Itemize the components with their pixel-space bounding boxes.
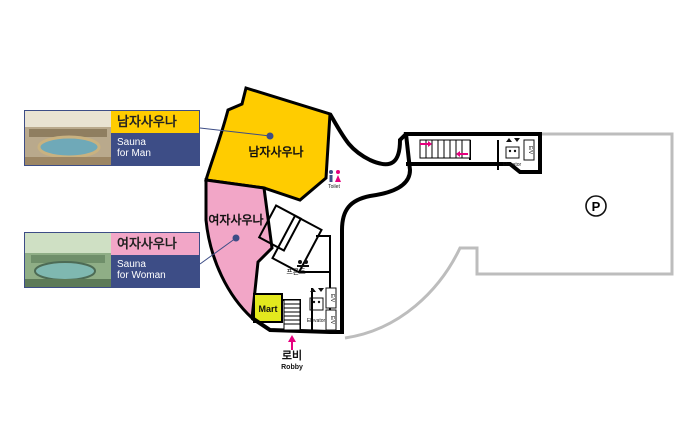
toilet-icon <box>329 170 341 182</box>
building-walls <box>250 113 542 334</box>
men-sauna-zone[interactable] <box>204 86 332 202</box>
ev-mark-1: E/V <box>329 294 335 303</box>
women-sauna-photo <box>25 233 111 287</box>
ev-boxes <box>325 139 535 331</box>
elevator-left-label: Elevator <box>307 318 326 324</box>
ev-mark-3: E/V <box>527 146 533 155</box>
women-sauna-callout-line2: for Woman <box>117 270 166 281</box>
toilet-label: Toilet <box>328 184 340 190</box>
mart-label: Mart <box>258 304 277 314</box>
outdoor-outline <box>344 132 674 340</box>
women-sauna-callout-line1: Sauna <box>117 259 146 270</box>
front-label: 프론트 <box>286 268 306 276</box>
men-sauna-dot <box>266 132 274 140</box>
women-sauna-dot <box>232 234 240 242</box>
lobby-label-ko: 로비 <box>282 348 302 362</box>
lobby-label-en: Robby <box>281 364 303 371</box>
men-sauna-callout-subtitle: Sauna for Man <box>111 133 199 165</box>
women-sauna-callout[interactable]: 여자사우나 Sauna for Woman <box>24 232 200 288</box>
women-sauna-callout-subtitle: Sauna for Woman <box>111 255 199 287</box>
ev-mark-2: E/V <box>329 316 335 325</box>
elevator-right-icon <box>505 138 520 159</box>
parking-icon <box>585 195 607 217</box>
stairs-upper <box>419 139 471 159</box>
elevator-left-icon <box>309 288 324 311</box>
women-sauna-zone[interactable] <box>204 178 274 322</box>
women-sauna-label: 여자사우나 <box>208 212 263 227</box>
men-sauna-callout[interactable]: 남자사우나 Sauna for Man <box>24 110 200 166</box>
men-sauna-label: 남자사우나 <box>248 144 303 159</box>
interior-walls <box>257 140 499 332</box>
reception-icon <box>297 260 309 267</box>
callout-leaders <box>199 127 271 265</box>
men-sauna-callout-line2: for Man <box>117 148 151 159</box>
women-sauna-callout-title: 여자사우나 <box>111 233 199 255</box>
men-sauna-callout-title: 남자사우나 <box>111 111 199 133</box>
men-sauna-photo <box>25 111 111 165</box>
men-sauna-callout-line1: Sauna <box>117 137 146 148</box>
elevator-right-label: Elevator <box>503 162 522 168</box>
mart-zone[interactable] <box>253 293 283 323</box>
parking-symbol: P <box>592 199 601 214</box>
direction-arrows <box>288 141 468 350</box>
parking-marker[interactable]: P <box>585 195 607 217</box>
stairs-lobby <box>283 299 301 331</box>
